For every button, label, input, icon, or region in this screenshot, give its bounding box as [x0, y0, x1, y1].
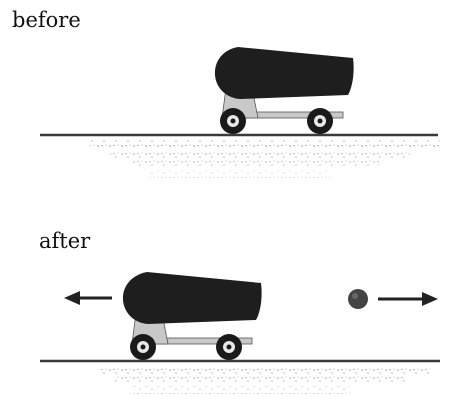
- cannon-barrel: [123, 272, 262, 324]
- wheel-left: [220, 108, 246, 134]
- cannon-barrel: [215, 47, 354, 99]
- ground-speckle: [90, 140, 440, 148]
- ground-speckle: [100, 366, 430, 374]
- wheel-right: [307, 108, 333, 134]
- wheel-right: [216, 334, 242, 360]
- before-panel: [40, 47, 440, 178]
- recoil-arrow: [64, 291, 112, 305]
- cannon-after: [123, 272, 262, 360]
- wheel-left: [130, 334, 156, 360]
- cannon-before: [215, 47, 354, 134]
- after-panel: [40, 272, 440, 394]
- cannonball: [348, 289, 368, 309]
- cannonball-arrow: [378, 292, 438, 306]
